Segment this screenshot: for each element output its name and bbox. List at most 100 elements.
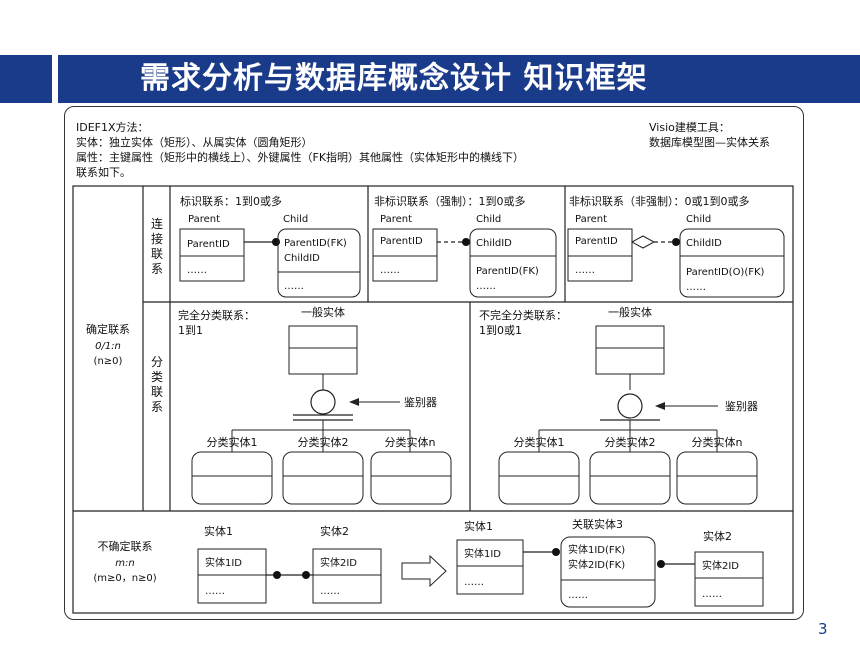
label-indeterminate-cond: (m≥0，n≥0) (93, 573, 156, 584)
connect2-parent-entity (372, 228, 438, 282)
label-connect-2: 接 (151, 231, 163, 246)
mn-right-link-2-dot (657, 560, 665, 568)
connect1-dot (272, 238, 280, 246)
classify2-discriminator-circle (617, 393, 643, 419)
intro-line-entity: 实体：独立实体（矩形）、从属实体（圆角矩形） (76, 135, 313, 149)
connect1-child-attr: …… (284, 281, 304, 292)
mn-left-entity1 (197, 548, 267, 604)
connect1-heading: 标识联系：1到0或多 (180, 194, 282, 208)
connect1-child-label: Child (283, 214, 308, 225)
table-border (72, 185, 794, 614)
connect3-child-key: ChildID (686, 238, 722, 249)
mn-left-entity1-attr: …… (205, 586, 225, 597)
label-determinate-cond: (n≥0) (94, 356, 123, 367)
connect1-child-key-2: ChildID (284, 253, 320, 264)
connect1-parent-key: ParentID (187, 239, 230, 250)
label-classify-3: 联 (151, 385, 163, 399)
classify2-subtype-1-label: 分类实体1 (514, 435, 565, 449)
connect3-optional-diamond-icon (630, 235, 656, 249)
connect2-parent-label: Parent (380, 214, 412, 225)
mn-assoc-key-2: 实体2ID(FK) (568, 558, 625, 571)
label-classify-2: 类 (151, 370, 163, 384)
connect1-child-entity (277, 228, 361, 298)
intro-line-relation: 联系如下。 (76, 165, 131, 179)
connect1-parent-label: Parent (188, 214, 220, 225)
mn-right-link-1-dot (552, 548, 560, 556)
mn-left-entity2 (312, 548, 382, 604)
label-connect-1: 连 (151, 216, 163, 231)
classify2-general-label: 一般实体 (608, 305, 652, 319)
mn-assoc-entity-label: 关联实体3 (572, 517, 623, 531)
mn-right-entity2-key: 实体2ID (702, 559, 739, 572)
connect2-heading: 非标识联系（强制）：1到0或多 (374, 194, 526, 208)
mn-relationship-cell: 实体1 实体1ID …… 实体2 实体2ID …… 实体1 实体1ID …… 关… (197, 517, 764, 608)
label-connect-4: 系 (151, 262, 163, 276)
mn-right-entity1 (456, 539, 524, 595)
classify1-discriminator-circle (310, 389, 336, 415)
connect3-parent-attr: …… (575, 265, 595, 276)
classify2-subtype-n-label: 分类实体n (692, 435, 743, 449)
label-determinate: 确定联系 (86, 322, 130, 336)
classify1-heading: 完全分类联系： (178, 308, 255, 322)
connect3-parent-label: Parent (575, 214, 607, 225)
connect2-child-label: Child (476, 214, 501, 225)
mn-right-entity1-label: 实体1 (464, 519, 493, 533)
classify1-general-label: 一般实体 (301, 305, 345, 319)
classify2-subtype-2-label: 分类实体2 (605, 435, 656, 449)
classify2-subtype-2-entity (589, 451, 671, 505)
connect2-child-attr-2: …… (476, 281, 496, 292)
connect-cell-nonidentifying-mandatory: 非标识联系（强制）：1到0或多 Parent Child ParentID ……… (372, 194, 557, 298)
diagram-frame (64, 106, 804, 620)
mn-right-entity1-key: 实体1ID (464, 547, 501, 560)
mn-left-entity1-key: 实体1ID (205, 556, 242, 569)
mn-right-entity2-label: 实体2 (703, 529, 732, 543)
connect2-child-key: ChildID (476, 238, 512, 249)
connect2-dot (462, 238, 470, 246)
connect2-child-attr-1: ParentID(FK) (476, 266, 539, 277)
connect3-child-label: Child (686, 214, 711, 225)
classify2-heading: 不完全分类联系： (479, 308, 567, 322)
mn-left-link-dot-1 (273, 571, 281, 579)
relationship-table (72, 185, 794, 614)
mn-assoc-entity (560, 536, 656, 608)
classify2-subtype-n-entity (676, 451, 758, 505)
connect3-parent-key: ParentID (575, 236, 618, 247)
classify-cell-complete: 完全分类联系： 1到1 一般实体 鉴别器 分类实体1 分类实体2 分类实体n (178, 305, 452, 505)
connect3-dot (672, 238, 680, 246)
classify2-general-entity (595, 325, 665, 375)
connect3-parent-entity (567, 228, 633, 282)
label-indeterminate: 不确定联系 (98, 539, 153, 553)
intro-visio-title: Visio建模工具： (649, 120, 730, 134)
mn-left-entity1-label: 实体1 (204, 524, 233, 538)
label-classify-1: 分 (151, 355, 163, 369)
title-bar-gap (52, 55, 58, 103)
slide-title: 需求分析与数据库概念设计 知识框架 (140, 61, 648, 96)
intro-visio-desc: 数据库模型图—实体关系 (649, 135, 770, 149)
connect1-parent-attr: …… (187, 265, 207, 276)
classify2-subtype-1-entity (498, 451, 580, 505)
connect2-child-entity (469, 228, 557, 298)
connect1-child-key-1: ParentID(FK) (284, 238, 347, 249)
connect-cell-nonidentifying-optional: 非标识联系（非强制）：0或1到0或多 Parent Child ParentID… (567, 194, 785, 298)
mn-right-entity1-attr: …… (464, 577, 484, 588)
connect3-child-attr-2: …… (686, 282, 706, 293)
connect-cell-identifying: 标识联系：1到0或多 Parent Child ParentID …… Pare… (179, 194, 361, 298)
mn-right-entity2-attr: …… (702, 589, 722, 600)
classify1-subtype-n-label: 分类实体n (385, 435, 436, 449)
row-labels: 确定联系 0/1:n (n≥0) 连 接 联 系 分 类 联 系 不确定联系 m… (86, 216, 163, 584)
connect1-parent-entity (179, 228, 245, 282)
classify2-discriminator-label: 鉴别器 (725, 400, 758, 413)
classify1-general-entity (288, 325, 358, 375)
intro-text: IDEF1X方法： 实体：独立实体（矩形）、从属实体（圆角矩形） 属性：主键属性… (76, 120, 770, 179)
label-connect-3: 联 (151, 247, 163, 261)
classify1-subtype-2-label: 分类实体2 (298, 435, 349, 449)
label-classify-4: 系 (151, 400, 163, 414)
classify1-subtype-1-entity (191, 451, 273, 505)
mn-left-entity2-attr: …… (320, 586, 340, 597)
mn-assoc-key-1: 实体1ID(FK) (568, 543, 625, 556)
classify1-cardinality: 1到1 (178, 324, 203, 337)
mn-transform-arrow-icon (401, 554, 447, 588)
classify1-subtype-2-entity (282, 451, 364, 505)
classify1-subtype-n-entity (370, 451, 452, 505)
